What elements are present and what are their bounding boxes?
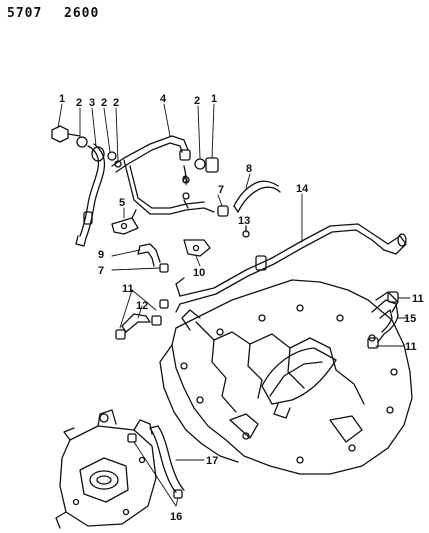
callout-7: 7 <box>218 184 224 196</box>
carburetor <box>55 409 157 529</box>
callout-17: 17 <box>206 455 218 467</box>
bracket-10 <box>183 239 211 257</box>
callout-11: 11 <box>122 283 134 295</box>
callout-labels: 1 2 3 2 2 4 2 1 8 6 7 5 14 13 9 7 10 11 … <box>59 93 424 523</box>
callout-8: 8 <box>246 163 252 175</box>
callout-2: 2 <box>194 95 200 107</box>
callout-4: 4 <box>160 93 167 105</box>
callout-1: 1 <box>211 93 217 105</box>
callout-5: 5 <box>119 197 125 209</box>
callout-6: 6 <box>182 174 188 186</box>
callout-9: 9 <box>98 249 104 261</box>
callout-15: 15 <box>404 313 416 325</box>
bracket-5 <box>111 209 139 235</box>
callout-16: 16 <box>170 511 182 523</box>
hose-17 <box>149 425 185 493</box>
fuel-pipe-left <box>51 125 122 247</box>
hose-9 <box>137 243 169 273</box>
callout-2: 2 <box>101 97 107 109</box>
callout-2: 2 <box>76 97 82 109</box>
callout-10: 10 <box>193 267 205 279</box>
connector-right <box>194 157 281 217</box>
group-code: 2600 <box>64 6 100 21</box>
callout-7: 7 <box>98 265 104 277</box>
callout-13: 13 <box>238 215 250 227</box>
part-code: 5707 <box>7 6 43 21</box>
engine-block <box>159 279 413 475</box>
callout-11: 11 <box>412 293 424 305</box>
pipe-14 <box>175 223 407 313</box>
callout-11: 11 <box>405 341 417 353</box>
callout-14: 14 <box>296 183 309 195</box>
hose-15 <box>367 291 399 349</box>
callout-3: 3 <box>89 97 95 109</box>
hose-12 <box>115 299 169 340</box>
callout-2: 2 <box>113 97 119 109</box>
pipe-4 <box>111 135 215 215</box>
callout-1: 1 <box>59 93 65 105</box>
callout-12: 12 <box>136 300 148 312</box>
